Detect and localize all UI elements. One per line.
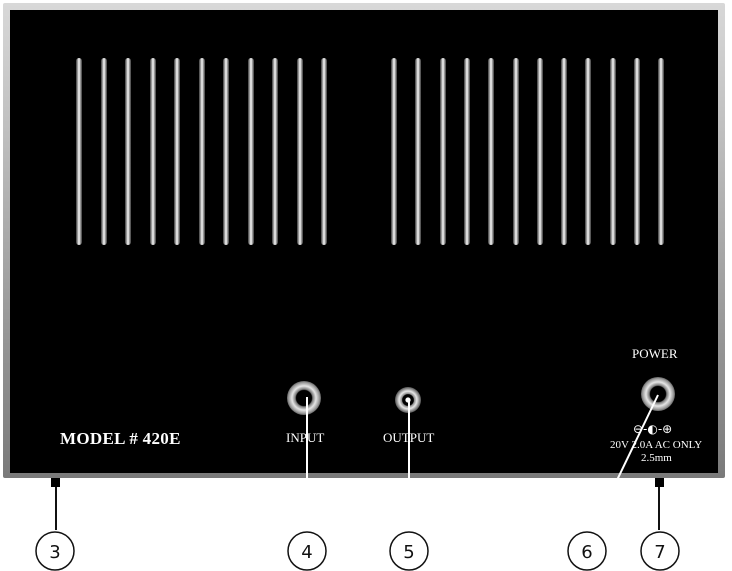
callout-number-7: 7 [654, 542, 665, 563]
callout-circle-3 [35, 531, 75, 571]
vent-slot [296, 58, 303, 245]
callout-number-4: 4 [301, 542, 312, 563]
right-foot [655, 478, 664, 487]
callout-circle-6 [567, 531, 607, 571]
callout-number-3: 3 [49, 542, 60, 563]
callout-circle-5 [389, 531, 429, 571]
vent-slot [125, 58, 131, 245]
vent-slot [488, 58, 495, 245]
callout-circle-7 [640, 531, 680, 571]
vent-slot [536, 58, 543, 245]
vent-slot [100, 58, 107, 245]
callout-circle-4 [287, 531, 327, 571]
input-jack [287, 381, 321, 415]
vent-slot [561, 58, 568, 245]
vent-slot [658, 58, 665, 245]
vent-slot [198, 58, 205, 245]
vent-slot [415, 58, 422, 245]
vent-slot [391, 58, 397, 245]
vent-slot [272, 58, 278, 245]
rear-panel [10, 10, 718, 473]
vent-slot [512, 58, 519, 245]
vent-slot [585, 58, 592, 245]
vent-slot [634, 58, 640, 245]
vent-slot [463, 58, 470, 245]
vent-slot [76, 58, 82, 245]
power-spec-plug-size: 2.5mm [641, 452, 672, 464]
callout-number-6: 6 [581, 542, 592, 563]
power-jack [641, 377, 675, 411]
vent-slot [609, 58, 616, 245]
input-label: INPUT [286, 430, 325, 445]
left-foot [51, 478, 60, 487]
vent-slot [223, 58, 229, 245]
vent-slot [321, 58, 327, 245]
model-label: MODEL # 420E [60, 429, 181, 448]
callout-number-5: 5 [403, 542, 414, 563]
vent-slot [174, 58, 180, 245]
power-label: POWER [632, 346, 678, 361]
vent-slot [247, 58, 254, 245]
vent-slot [149, 58, 156, 245]
vent-slot [439, 58, 446, 245]
callout-leader-6 [591, 394, 659, 533]
